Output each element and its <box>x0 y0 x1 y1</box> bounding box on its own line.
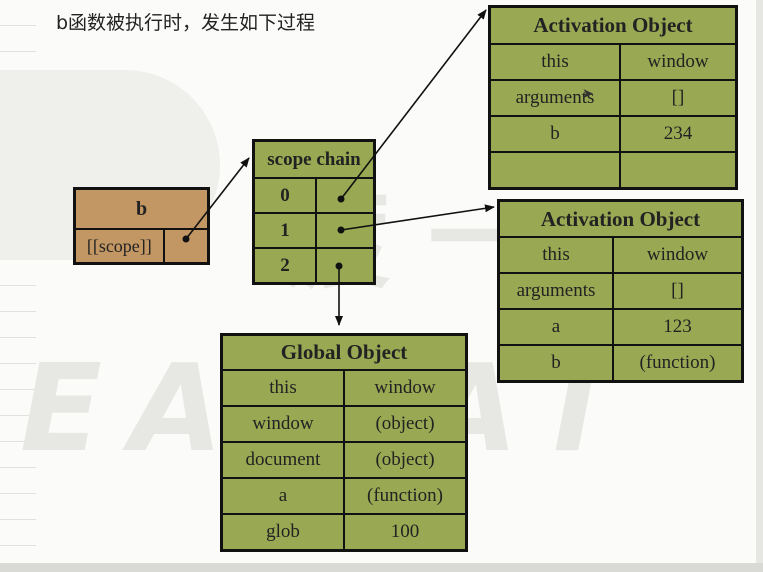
property-key: document <box>220 441 345 479</box>
property-key: b <box>488 115 621 153</box>
page-edge-bottom <box>0 563 763 572</box>
property-key: b <box>497 344 614 383</box>
scope-chain-header: scope chain <box>252 139 376 179</box>
property-value: [] <box>612 272 744 310</box>
scope-slot-pointer <box>162 228 210 265</box>
property-key: this <box>488 43 621 81</box>
scope-chain-box: scope chain 0 1 2 <box>252 139 376 285</box>
scope-chain-index: 1 <box>252 212 317 249</box>
activation-object-header: Activation Object <box>488 5 738 45</box>
activation-object-header: Activation Object <box>497 199 744 238</box>
property-key: a <box>220 477 345 515</box>
scope-chain-index: 2 <box>252 247 317 285</box>
property-value: (object) <box>343 405 468 443</box>
property-value: window <box>619 43 738 81</box>
property-value: (function) <box>612 344 744 383</box>
scope-chain-pointer <box>315 212 376 249</box>
b-function-name: b <box>73 187 210 230</box>
slide-title: b函数被执行时，发生如下过程 <box>56 12 316 34</box>
property-value: window <box>612 236 744 274</box>
property-key: a <box>497 308 614 346</box>
property-key: window <box>220 405 345 443</box>
mouse-cursor-icon: ➤ <box>582 86 594 102</box>
b-function-box: b [[scope]] <box>73 187 210 265</box>
property-value: window <box>343 369 468 407</box>
scope-chain-pointer <box>315 177 376 214</box>
scope-slot-label: [[scope]] <box>73 228 165 265</box>
property-value: 100 <box>343 513 468 552</box>
property-value: [] <box>619 79 738 117</box>
page-edge-right <box>756 0 763 572</box>
property-key: this <box>220 369 345 407</box>
property-key: this <box>497 236 614 274</box>
property-key <box>488 151 621 190</box>
global-object-header: Global Object <box>220 333 468 371</box>
property-key: arguments <box>497 272 614 310</box>
property-key: glob <box>220 513 345 552</box>
scope-chain-index: 0 <box>252 177 317 214</box>
property-value: 234 <box>619 115 738 153</box>
property-value <box>619 151 738 190</box>
property-value: (function) <box>343 477 468 515</box>
property-key: arguments <box>488 79 621 117</box>
property-value: 123 <box>612 308 744 346</box>
scope-chain-pointer <box>315 247 376 285</box>
property-value: (object) <box>343 441 468 479</box>
